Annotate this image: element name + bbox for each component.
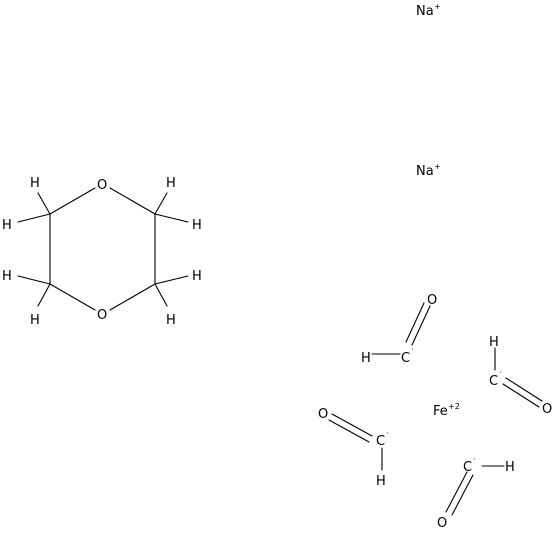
bond: [37, 283, 51, 307]
hydrogen-atom: H: [2, 269, 12, 284]
hydrogen-atom: H: [166, 176, 176, 191]
double-bond: [445, 471, 468, 513]
hydrogen-atom: H: [361, 351, 371, 366]
bond: [49, 283, 96, 311]
bond: [109, 283, 156, 311]
hydrogen-atom: H: [2, 218, 12, 233]
sodium-charge: +: [434, 2, 441, 11]
iron-ion: Fe +2: [433, 402, 460, 419]
carbon-atom: C: [401, 351, 410, 366]
double-bond: [451, 474, 474, 516]
bond: [17, 275, 51, 285]
oxygen-atom: O: [318, 407, 328, 422]
double-bond: [502, 383, 540, 408]
bond: [17, 213, 51, 223]
carbon-atom: C: [376, 434, 385, 449]
radical-dot: ·: [411, 345, 414, 354]
formyl-group-4: C · H O: [437, 455, 515, 531]
bond: [49, 187, 96, 215]
oxygen-atom: O: [427, 293, 437, 308]
bond: [154, 275, 189, 285]
hydrogen-atom: H: [192, 218, 202, 233]
bond: [154, 192, 168, 215]
iron-charge: +2: [448, 402, 460, 411]
hydrogen-atom: H: [505, 460, 515, 475]
sodium-symbol: Na: [416, 164, 434, 179]
hydrogen-atom: H: [192, 269, 202, 284]
sodium-ion-1: Na +: [416, 2, 441, 19]
oxygen-atom: O: [97, 308, 107, 323]
hydrogen-atom: H: [166, 313, 176, 328]
hydrogen-atom: H: [30, 313, 40, 328]
bond: [154, 283, 168, 307]
double-bond: [411, 305, 431, 346]
bond: [37, 192, 51, 215]
sodium-ion-2: Na +: [416, 162, 441, 179]
radical-dot: ·: [473, 455, 476, 464]
hydrogen-atom: H: [376, 474, 386, 489]
double-bond: [505, 377, 543, 402]
carbon-atom: C: [489, 374, 498, 389]
radical-dot: ·: [499, 368, 502, 377]
bond: [154, 213, 189, 223]
hydrogen-atom: H: [489, 335, 499, 350]
iron-symbol: Fe: [433, 404, 448, 419]
double-bond: [331, 413, 373, 437]
sodium-symbol: Na: [416, 4, 434, 19]
double-bond: [328, 419, 370, 443]
sodium-charge: +: [434, 162, 441, 171]
radical-dot: ·: [386, 429, 389, 438]
hydrogen-atom: H: [30, 176, 40, 191]
oxygen-atom: O: [437, 516, 447, 531]
dioxane-molecule: O O H H H H H H H H: [2, 176, 202, 328]
bond: [109, 187, 156, 215]
formyl-group-2: H C · O: [489, 335, 552, 417]
carbon-atom: C: [463, 460, 472, 475]
oxygen-atom: O: [97, 178, 107, 193]
formyl-group-3: O C · H: [318, 407, 389, 489]
oxygen-atom: O: [542, 402, 552, 417]
double-bond: [405, 302, 425, 343]
formyl-group-1: O C · H: [361, 293, 437, 366]
